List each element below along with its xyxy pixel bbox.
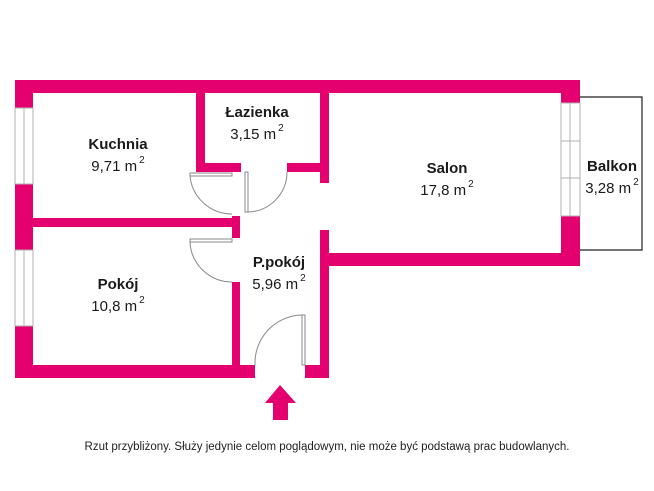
- room-name: P.pokój: [252, 254, 306, 271]
- disclaimer-caption: Rzut przybliżony. Służy jedynie celom po…: [84, 441, 570, 453]
- room-name: Pokój: [97, 276, 139, 293]
- room-name: Kuchnia: [88, 136, 148, 153]
- entrance-arrow-icon: [265, 385, 296, 420]
- room-name: Balkon: [586, 158, 638, 175]
- room-name: Salon: [426, 160, 468, 177]
- room-name: Łazienka: [225, 104, 289, 121]
- balcony-outline: [580, 96, 643, 251]
- windows: [14, 102, 581, 327]
- walls: [15, 80, 580, 378]
- doors: [189, 171, 306, 366]
